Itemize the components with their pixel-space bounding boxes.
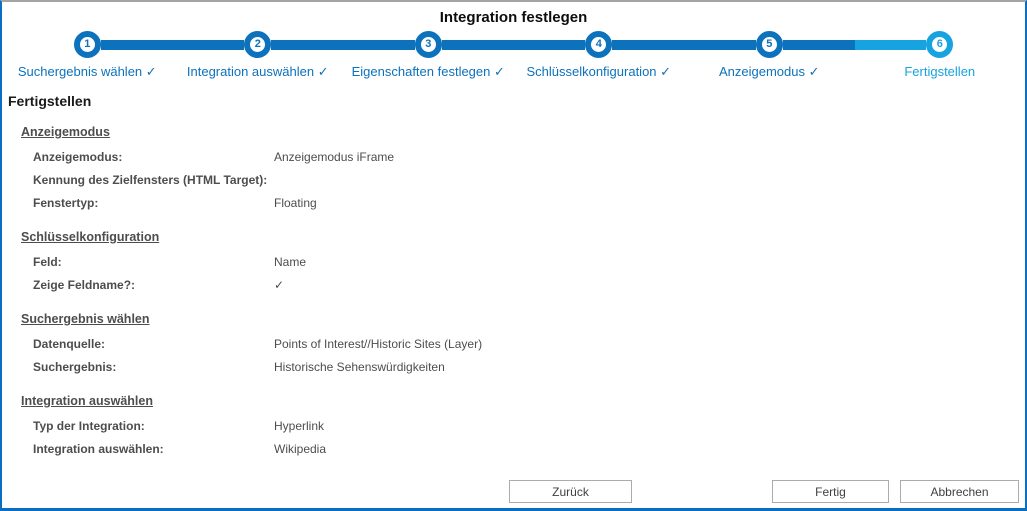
step-connector-right [612,39,684,50]
step-track: 4 [513,31,684,58]
page-heading: Fertigstellen [8,93,92,109]
step-number: 4 [595,38,602,50]
step-label[interactable]: Integration auswählen ✓ [186,64,329,79]
summary-section: Integration auswählen Typ der Integratio… [2,394,1025,460]
row-label: Anzeigemodus: [33,149,123,164]
section-rows: Typ der Integration: Hyperlink Integrati… [2,414,1025,460]
footer: Zurück Fertig Abbrechen [2,480,1019,504]
summary-row: Datenquelle: Points of Interest//Histori… [2,332,1025,355]
row-label: Kennung des Zielfensters (HTML Target): [33,172,268,187]
row-label: Typ der Integration: [33,418,145,433]
row-value: Anzeigemodus iFrame [274,149,395,164]
section-rows: Feld: Name Zeige Feldname?: ✓ [2,250,1025,296]
section-title: Schlüsselkonfiguration [21,230,160,244]
wizard-content: Fertigstellen Anzeigemodus Anzeigemodus:… [2,93,1025,460]
row-value: Hyperlink [274,418,325,433]
step-circle[interactable]: 1 [73,31,101,58]
step-label[interactable]: Anzeigemodus ✓ [718,64,820,79]
dialog-title: Integration festlegen [439,9,588,26]
section-rows: Datenquelle: Points of Interest//Histori… [2,332,1025,378]
summary-row: Fenstertyp: Floating [2,191,1025,214]
row-label: Integration auswählen: [33,441,164,456]
step-number: 2 [254,38,261,50]
section-title: Integration auswählen [21,394,153,408]
step-connector-right [271,39,343,50]
stepper-step[interactable]: 3 Eigenschaften festlegen ✓ [343,31,514,80]
summary-row: Anzeigemodus: Anzeigemodus iFrame [2,145,1025,168]
row-label: Fenstertyp: [33,195,99,210]
step-circle[interactable]: 4 [585,31,613,58]
stepper-step[interactable]: 5 Anzeigemodus ✓ [684,31,855,80]
step-circle[interactable]: 3 [414,31,442,58]
step-track: 3 [343,31,514,58]
step-connector-left [2,40,74,50]
section-rows: Anzeigemodus: Anzeigemodus iFrame Kennun… [2,145,1025,214]
step-circle[interactable]: 5 [755,31,783,58]
row-label: Feld: [33,254,62,269]
step-label[interactable]: Fertigstellen [904,64,976,79]
step-label[interactable]: Schlüsselkonfiguration ✓ [526,64,672,79]
step-connector-left [854,39,927,50]
step-connector-right [953,40,1025,50]
step-circle[interactable]: 6 [926,31,954,58]
step-track: 1 [2,31,173,58]
step-track: 2 [172,31,343,58]
step-number: 3 [425,38,432,50]
step-label[interactable]: Suchergebnis wählen ✓ [17,64,157,79]
row-value: Points of Interest//Historic Sites (Laye… [274,336,483,351]
stepper-step[interactable]: 1 Suchergebnis wählen ✓ [2,31,173,80]
stepper-step[interactable]: 4 Schlüsselkonfiguration ✓ [513,31,684,80]
row-label: Datenquelle: [33,336,106,351]
row-value: Name [274,254,307,269]
section-title: Anzeigemodus [21,125,110,139]
step-number: 5 [766,38,773,50]
step-connector-left [684,39,756,50]
row-label: Zeige Feldname?: [33,277,136,292]
summary-section: Schlüsselkonfiguration Feld: Name Zeige … [2,230,1025,296]
step-connector-left [513,39,586,50]
step-number: 6 [936,38,943,50]
finish-button[interactable]: Fertig [772,480,889,503]
summary-row: Suchergebnis: Historische Sehenswürdigke… [2,355,1025,378]
stepper: 1 Suchergebnis wählen ✓ 2 Integration au… [2,31,1025,80]
summary-row: Kennung des Zielfensters (HTML Target): [2,168,1025,191]
step-track: 6 [854,31,1026,58]
step-connector-right [782,39,855,50]
summary-row: Integration auswählen: Wikipedia [2,437,1025,460]
step-track: 5 [684,31,855,58]
footer-right-group: Fertig Abbrechen [772,480,1019,503]
summary-row: Zeige Feldname?: ✓ [2,273,1025,296]
row-label: Suchergebnis: [33,359,117,374]
row-value: Wikipedia [274,441,327,456]
row-value: ✓ [274,277,285,292]
summary-row: Feld: Name [2,250,1025,273]
stepper-step[interactable]: 6 Fertigstellen [854,31,1026,80]
cancel-button[interactable]: Abbrechen [900,480,1019,503]
step-circle[interactable]: 2 [244,31,272,58]
summary-row: Typ der Integration: Hyperlink [2,414,1025,437]
summary-section: Suchergebnis wählen Datenquelle: Points … [2,312,1025,378]
section-title: Suchergebnis wählen [21,312,150,326]
step-label[interactable]: Eigenschaften festlegen ✓ [351,64,505,79]
back-button[interactable]: Zurück [509,480,632,503]
row-value: Floating [274,195,317,210]
step-connector-left [343,39,415,50]
step-connector-right [100,39,173,50]
summary-section: Anzeigemodus Anzeigemodus: Anzeigemodus … [2,125,1025,214]
summary-sections: Anzeigemodus Anzeigemodus: Anzeigemodus … [2,125,1025,460]
step-connector-left [172,39,245,50]
step-connector-right [441,39,514,50]
step-number: 1 [84,38,91,50]
row-value: Historische Sehenswürdigkeiten [274,359,445,374]
stepper-step[interactable]: 2 Integration auswählen ✓ [172,31,343,80]
